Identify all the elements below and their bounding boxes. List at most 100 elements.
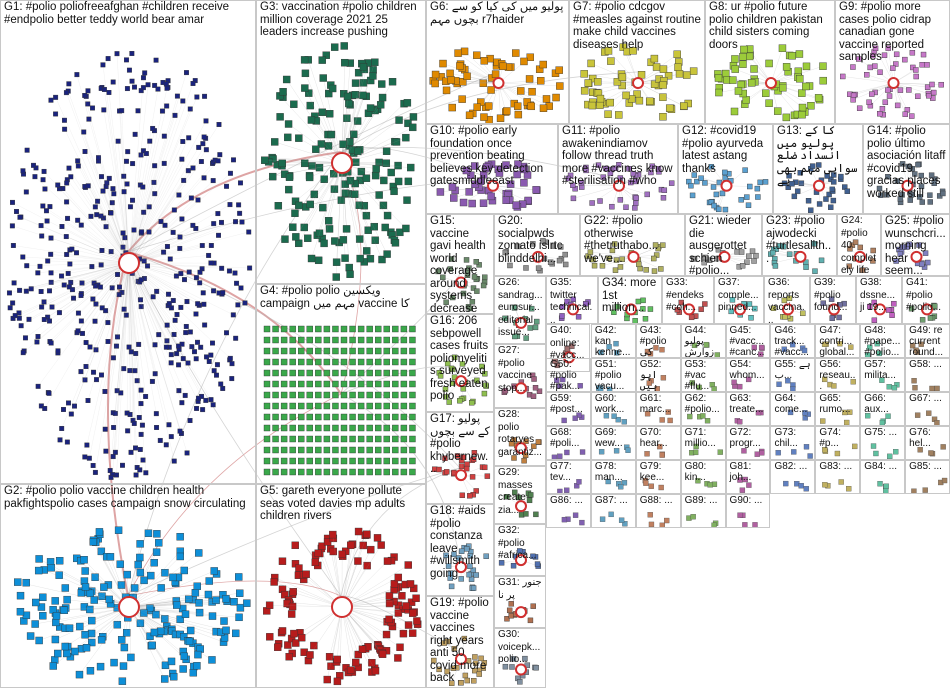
- vertex: [784, 481, 789, 486]
- vertex: [371, 59, 378, 66]
- intra-edge: [129, 263, 217, 365]
- group-box-small: G43: #polio کی: [636, 324, 681, 358]
- vertex: [557, 454, 562, 459]
- vertex: [614, 448, 619, 453]
- vertex: [75, 218, 80, 223]
- vertex: [799, 483, 804, 488]
- vertex: [350, 458, 356, 464]
- vertex: [599, 449, 604, 454]
- vertex: [909, 114, 914, 119]
- vertex: [227, 269, 232, 274]
- group-label: G83: ...: [819, 461, 857, 472]
- vertex: [183, 330, 188, 335]
- vertex: [230, 376, 235, 381]
- vertex: [132, 421, 137, 426]
- vertex: [783, 63, 790, 70]
- vertex: [358, 414, 364, 420]
- vertex: [302, 70, 309, 77]
- vertex: [581, 70, 588, 77]
- vertex: [210, 341, 215, 346]
- group-box-g8: G8: ur #polio future polio children paki…: [705, 0, 835, 124]
- vertex: [169, 361, 174, 366]
- vertex: [49, 271, 54, 276]
- vertex: [562, 517, 567, 522]
- vertex: [867, 100, 872, 105]
- vertex: [409, 381, 415, 387]
- vertex: [190, 669, 197, 676]
- group-box-small: G71: millio...: [681, 426, 726, 460]
- vertex: [690, 514, 695, 519]
- vertex: [915, 94, 920, 99]
- intra-edge: [129, 222, 236, 263]
- vertex: [407, 580, 414, 587]
- hub-vertex: [119, 253, 139, 273]
- vertex: [195, 301, 200, 306]
- vertex: [324, 359, 330, 365]
- vertex: [194, 275, 199, 280]
- vertex: [139, 230, 144, 235]
- vertex: [290, 425, 296, 431]
- vertex: [358, 425, 364, 431]
- vertex: [164, 443, 169, 448]
- vertex: [737, 513, 742, 518]
- vertex: [384, 212, 391, 219]
- vertex: [329, 531, 336, 538]
- group-label: G16: 206 sebpowell cases fruits poliomye…: [430, 315, 491, 403]
- vertex: [53, 95, 58, 100]
- vertex: [93, 319, 98, 324]
- vertex: [132, 228, 137, 233]
- group-label: G73: chil...: [774, 427, 812, 449]
- group-label: G57: milita...: [864, 359, 902, 381]
- vertex: [622, 419, 627, 424]
- vertex: [517, 679, 522, 684]
- vertex: [350, 447, 356, 453]
- vertex: [281, 236, 288, 243]
- vertex: [711, 184, 716, 189]
- vertex: [281, 348, 287, 354]
- vertex: [320, 75, 327, 82]
- vertex: [236, 590, 243, 597]
- vertex: [208, 656, 215, 663]
- vertex: [279, 558, 286, 565]
- vertex: [509, 601, 514, 606]
- vertex: [180, 217, 185, 222]
- vertex: [930, 386, 935, 391]
- vertex: [332, 359, 338, 365]
- group-label: G78: man...: [595, 461, 633, 483]
- vertex: [343, 225, 350, 232]
- vertex: [392, 469, 398, 475]
- vertex: [169, 434, 174, 439]
- vertex: [659, 453, 664, 458]
- vertex: [720, 191, 725, 196]
- vertex: [503, 197, 510, 204]
- vertex: [103, 427, 108, 432]
- vertex: [154, 58, 159, 63]
- vertex: [228, 356, 233, 361]
- vertex: [144, 151, 149, 156]
- vertex: [307, 348, 313, 354]
- group-label: G79: kee...: [640, 461, 678, 483]
- vertex: [580, 450, 585, 455]
- vertex: [123, 629, 130, 636]
- vertex: [199, 159, 204, 164]
- vertex: [111, 425, 116, 430]
- group-label: G88: ...: [640, 495, 678, 506]
- vertex: [644, 451, 649, 456]
- vertex: [236, 303, 241, 308]
- group-box-small: G59: #post...: [546, 392, 591, 426]
- vertex: [125, 86, 129, 91]
- group-label: G64: come...: [774, 393, 812, 415]
- vertex: [935, 386, 940, 391]
- vertex: [136, 342, 141, 347]
- vertex: [315, 436, 321, 442]
- vertex: [283, 76, 290, 83]
- vertex: [325, 217, 332, 224]
- vertex: [872, 64, 877, 69]
- vertex: [197, 281, 202, 286]
- vertex: [332, 381, 338, 387]
- group-box-g25: G25: #polio wunschcri... morning hear se…: [881, 214, 950, 276]
- vertex: [920, 317, 925, 322]
- vertex: [231, 313, 236, 318]
- vertex: [324, 414, 330, 420]
- vertex: [12, 281, 17, 286]
